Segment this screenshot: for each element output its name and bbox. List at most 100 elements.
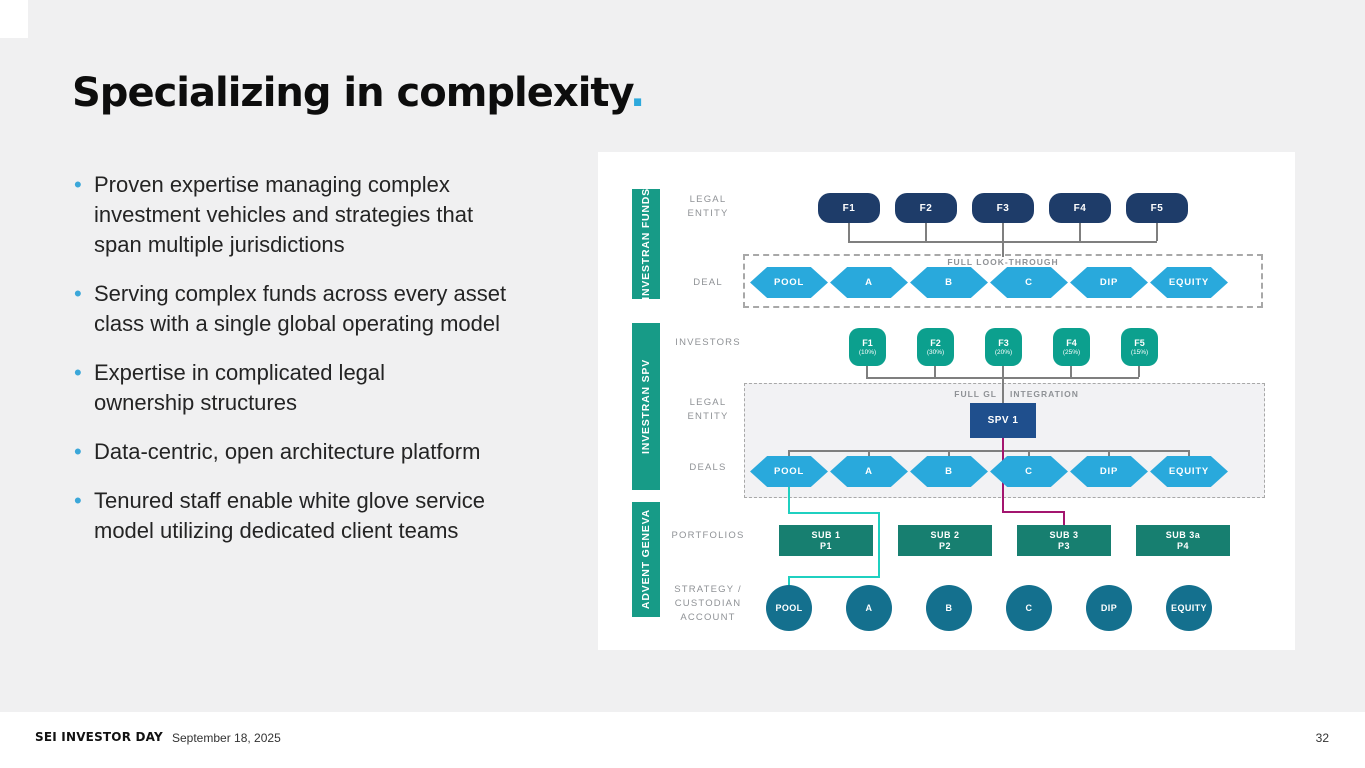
investor-name: F4 [1066,338,1077,348]
investor-name: F3 [998,338,1009,348]
spv-deal-hex-pool: POOL [750,456,828,487]
portfolio-line1: SUB 1 [811,529,841,540]
cyan-connector [788,487,790,514]
deal-hex-a: A [830,267,908,298]
spv-node: SPV 1 [970,403,1036,438]
connector-line [1070,366,1072,377]
bullet-text: Expertise in complicated legal ownership… [94,360,386,415]
slide-title: Specializing in complexity. [72,70,645,116]
bullet-item: Proven expertise managing complex invest… [72,170,602,260]
bullet-item: Expertise in complicated legal ownership… [72,358,602,418]
fund-structure-diagram: INVESTRAN FUNDS INVESTRAN SPV ADVENT GEN… [598,152,1295,650]
cyan-connector [788,576,880,578]
deal-hex-pool: POOL [750,267,828,298]
deal-hex-dip: DIP [1070,267,1148,298]
fund-node-f5: F5 [1126,193,1188,223]
row-label-deal: DEAL [693,277,723,288]
connector-line [1002,377,1004,403]
investor-node-f1: F1(10%) [849,328,886,366]
connector-line [1002,366,1004,377]
slide-title-text: Specializing in complexity [72,70,631,116]
connector-line [788,450,790,457]
window-corner [0,0,28,38]
full-gl-label-right: INTEGRATION [1010,389,1079,399]
deal-hex-b: B [910,267,988,298]
magenta-connector [1002,511,1065,513]
investor-pct: (10%) [858,349,877,356]
deal-hex-c: C [990,267,1068,298]
bullet-item: Data-centric, open architecture platform [72,437,602,467]
connector-line [948,450,950,457]
spv-deal-hex-b: B [910,456,988,487]
bullet-item: Serving complex funds across every asset… [72,279,602,339]
cyan-connector [878,512,880,578]
section-bar-label: INVESTRAN SPV [640,359,652,454]
spv-deal-hex-dip: DIP [1070,456,1148,487]
connector-line [866,366,868,377]
investor-node-f5: F5(15%) [1121,328,1158,366]
footer-brand: SEI INVESTOR DAY [35,730,163,744]
bullet-text: Proven expertise managing complex invest… [94,172,474,257]
bullet-text: Data-centric, open architecture platform [94,439,481,464]
section-bar-label: INVESTRAN FUNDS [640,188,652,300]
connector-bus [788,450,1189,452]
row-label-strategy-custodian-account: STRATEGY / CUSTODIAN ACCOUNT [674,584,742,623]
account-circle-a: A [846,585,892,631]
connector-line [1108,450,1110,457]
full-look-through-label: FULL LOOK-THROUGH [947,257,1059,267]
account-circle-pool: POOL [766,585,812,631]
investor-node-f2: F2(30%) [917,328,954,366]
row-label-deals: DEALS [689,462,727,473]
slide-title-accent-period: . [629,70,645,116]
bullet-item: Tenured staff enable white glove service… [72,486,602,546]
portfolio-line2: P4 [1176,540,1189,551]
connector-line [1079,223,1081,241]
connector-line [1156,223,1158,241]
account-circle-equity: EQUITY [1166,585,1212,631]
investor-pct: (20%) [994,349,1013,356]
section-bar-investran-funds: INVESTRAN FUNDS [632,188,660,300]
fund-node-f2: F2 [895,193,957,223]
portfolio-line1: SUB 2 [930,529,960,540]
portfolio-line1: SUB 3 [1049,529,1079,540]
slide-footer: SEI INVESTOR DAY September 18, 2025 32 [0,712,1365,768]
connector-line [1138,366,1140,377]
fund-node-f3: F3 [972,193,1034,223]
spv-deal-hex-c: C [990,456,1068,487]
connector-line [1188,450,1190,457]
investor-pct: (25%) [1062,349,1081,356]
fund-node-f1: F1 [818,193,880,223]
portfolio-line2: P2 [938,540,951,551]
spv-deal-hex-a: A [830,456,908,487]
connector-line [868,450,870,457]
spv-deal-hex-equity: EQUITY [1150,456,1228,487]
connector-line [925,223,927,241]
section-bar-advent-geneva: ADVENT GENEVA [632,502,660,617]
investor-node-f3: F3(20%) [985,328,1022,366]
investor-name: F1 [862,338,873,348]
account-circle-dip: DIP [1086,585,1132,631]
account-circle-b: B [926,585,972,631]
portfolio-line2: P3 [1057,540,1070,551]
investor-name: F5 [1134,338,1145,348]
footer-page-number: 32 [1315,731,1329,745]
magenta-connector [1063,511,1065,526]
cyan-connector [788,576,790,587]
row-label-investors: INVESTORS [675,337,741,348]
row-label-portfolios: PORTFOLIOS [671,530,745,541]
cyan-connector [788,512,880,514]
investor-pct: (30%) [926,349,945,356]
portfolio-line1: SUB 3a [1165,529,1201,540]
bullet-list: Proven expertise managing complex invest… [72,170,602,565]
fund-node-f4: F4 [1049,193,1111,223]
investor-pct: (15%) [1130,349,1149,356]
investor-name: F2 [930,338,941,348]
row-label-legal-entity-1: LEGAL ENTITY [687,194,729,219]
connector-line [934,366,936,377]
connector-line [1002,223,1004,241]
section-bar-label: ADVENT GENEVA [640,509,652,610]
